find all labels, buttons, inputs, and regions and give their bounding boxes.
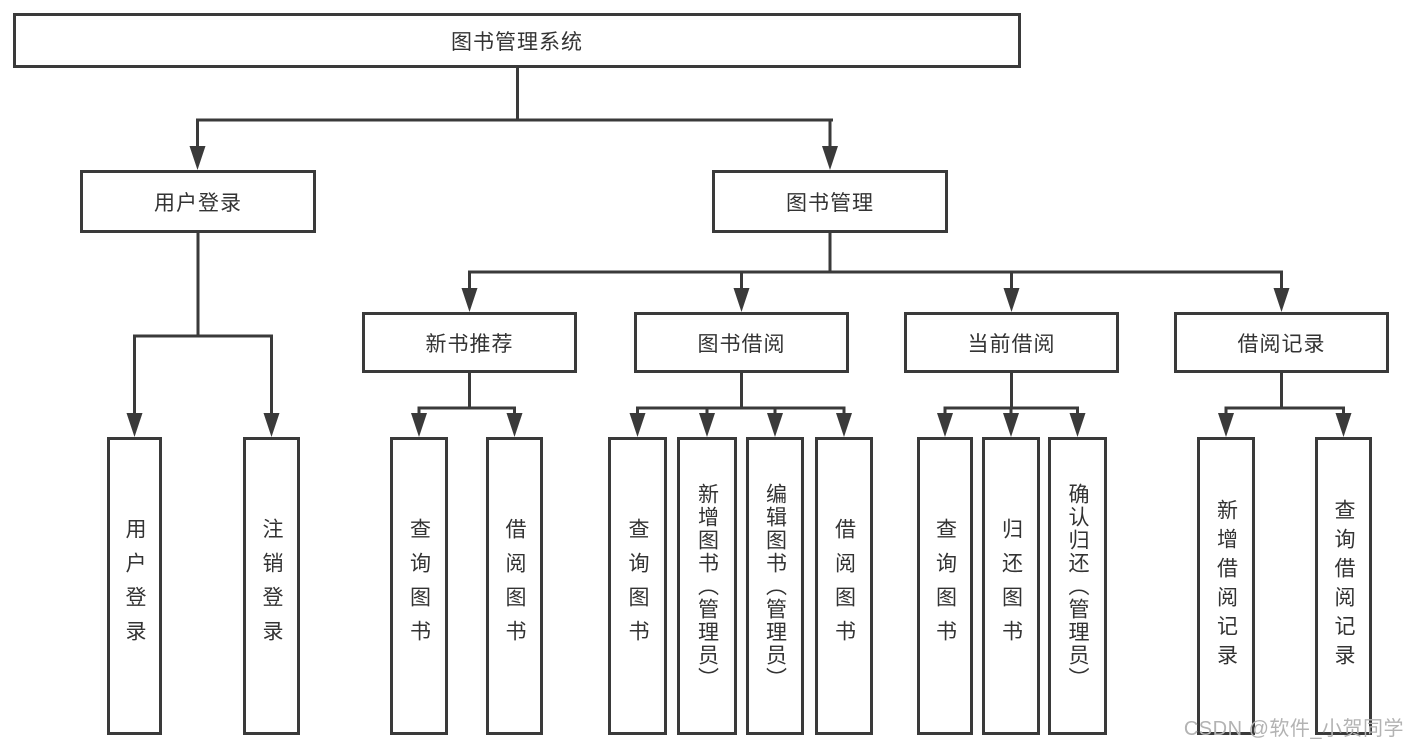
node-label: 编辑图书（管理员）	[763, 482, 787, 690]
node-book-management-system: 图书管理系统	[13, 13, 1021, 68]
node-label: 借阅图书	[832, 518, 856, 654]
node-current-borrowing: 当前借阅	[904, 312, 1119, 373]
node-label: 新书推荐	[425, 332, 514, 356]
watermark: CSDN @软件_小贺同学	[1183, 718, 1404, 740]
node-borrowing-records: 借阅记录	[1174, 312, 1389, 373]
node-query-books-current: 查询图书	[917, 437, 973, 735]
connector-borrowing-to-leaves	[629, 373, 852, 437]
node-label: 新增图书（管理员）	[695, 482, 719, 690]
node-user-login-leaf: 用户登录	[107, 437, 162, 735]
connector-current-to-leaves	[937, 373, 1086, 437]
node-label: 查询图书	[407, 518, 431, 654]
node-user-login: 用户登录	[80, 170, 316, 233]
connector-bookmgmt-to-level3	[461, 233, 1290, 312]
node-book-management: 图书管理	[712, 170, 948, 233]
node-query-borrow-record: 查询借阅记录	[1315, 437, 1372, 735]
node-borrow-books-recommend: 借阅图书	[486, 437, 543, 735]
node-label: 归还图书	[999, 518, 1023, 654]
node-label: 查询图书	[933, 518, 957, 654]
connector-userlogin-to-leaves	[126, 233, 280, 437]
connector-root-to-level2	[189, 68, 838, 170]
node-label: 借阅记录	[1237, 332, 1326, 356]
node-borrow-books-borrowing: 借阅图书	[815, 437, 873, 735]
node-add-borrow-record: 新增借阅记录	[1197, 437, 1255, 735]
node-new-book-recommend: 新书推荐	[362, 312, 577, 373]
node-book-borrowing: 图书借阅	[634, 312, 849, 373]
node-label: 图书借阅	[697, 332, 786, 356]
node-label: 图书管理	[786, 191, 874, 215]
node-label: 图书管理系统	[451, 30, 583, 54]
node-label: 确认归还（管理员）	[1066, 482, 1090, 690]
connector-newbook-to-leaves	[411, 373, 523, 437]
node-confirm-return-admin: 确认归还（管理员）	[1048, 437, 1107, 735]
node-logout: 注销登录	[243, 437, 300, 735]
node-label: 借阅图书	[503, 518, 527, 654]
node-query-books-recommend: 查询图书	[390, 437, 448, 735]
node-add-book-admin: 新增图书（管理员）	[677, 437, 737, 735]
node-label: 注销登录	[260, 518, 284, 654]
node-label: 用户登录	[123, 518, 147, 654]
connector-records-to-leaves	[1218, 373, 1352, 437]
node-label: 当前借阅	[967, 332, 1056, 356]
node-query-books-borrowing: 查询图书	[608, 437, 667, 735]
node-return-books: 归还图书	[982, 437, 1040, 735]
node-edit-book-admin: 编辑图书（管理员）	[746, 437, 804, 735]
node-label: 新增借阅记录	[1214, 499, 1238, 673]
node-label: 查询借阅记录	[1332, 499, 1356, 673]
node-label: 用户登录	[154, 191, 242, 215]
node-label: 查询图书	[626, 518, 650, 654]
